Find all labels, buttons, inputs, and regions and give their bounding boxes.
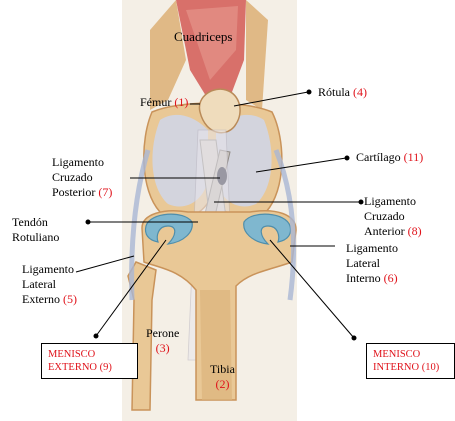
label-tibia: Tibia (2) xyxy=(210,362,235,392)
label-lcp-line1: Ligamento xyxy=(52,155,112,170)
label-lli-line2: Lateral xyxy=(346,256,398,271)
label-lcp-line2: Cruzado xyxy=(52,170,112,185)
label-lle-line2: Lateral xyxy=(22,277,77,292)
label-rotula-number: (4) xyxy=(353,85,367,99)
label-lcp-line3-wrap: Posterior (7) xyxy=(52,185,112,200)
label-tibia-name: Tibia xyxy=(210,362,235,377)
box-menisco-interno-line1: MENISCO xyxy=(373,348,448,361)
leader-cartilago-dot xyxy=(345,156,349,160)
leader-rotula-dot xyxy=(307,90,311,94)
leader-menisco-externo-dot xyxy=(94,334,98,338)
label-rotula-name: Rótula xyxy=(318,85,350,99)
label-cuadriceps: Cuadriceps xyxy=(174,29,232,44)
label-lca-line3-wrap: Anterior (8) xyxy=(364,224,422,239)
label-lli-line1: Ligamento xyxy=(346,241,398,256)
label-cartilago: Cartílago (11) xyxy=(356,150,423,165)
label-perone: Perone (3) xyxy=(146,326,179,356)
label-lle-line3-wrap: Externo (5) xyxy=(22,292,77,307)
label-lle-line1: Ligamento xyxy=(22,262,77,277)
label-lli-number: (6) xyxy=(384,271,398,285)
label-tendon-rotuliano: Tendón Rotuliano xyxy=(12,215,59,245)
label-cartilago-name: Cartílago xyxy=(356,150,401,164)
label-perone-name: Perone xyxy=(146,326,179,341)
label-ligamento-cruzado-anterior: Ligamento Cruzado Anterior (8) xyxy=(364,194,422,239)
box-menisco-interno-line2: INTERNO (10) xyxy=(373,361,448,374)
label-lle-number: (5) xyxy=(63,292,77,306)
box-menisco-externo-line2: EXTERNO (9) xyxy=(48,361,131,374)
label-lli-line3: Interno xyxy=(346,271,381,285)
leader-menisco-interno-dot xyxy=(352,336,356,340)
label-tibia-number: (2) xyxy=(210,377,235,392)
label-lle-line3: Externo xyxy=(22,292,60,306)
label-ligamento-cruzado-posterior: Ligamento Cruzado Posterior (7) xyxy=(52,155,112,200)
label-lca-line2: Cruzado xyxy=(364,209,422,224)
box-menisco-externo-line1: MENISCO xyxy=(48,348,131,361)
label-cartilago-number: (11) xyxy=(404,150,424,164)
label-ligamento-lateral-interno: Ligamento Lateral Interno (6) xyxy=(346,241,398,286)
label-ligamento-lateral-externo: Ligamento Lateral Externo (5) xyxy=(22,262,77,307)
label-perone-number: (3) xyxy=(146,341,179,356)
box-menisco-interno: MENISCO INTERNO (10) xyxy=(366,343,455,379)
label-lcp-number: (7) xyxy=(98,185,112,199)
label-lca-line1: Ligamento xyxy=(364,194,422,209)
label-lli-line3-wrap: Interno (6) xyxy=(346,271,398,286)
label-lca-number: (8) xyxy=(408,224,422,238)
label-femur-name: Fémur xyxy=(140,95,171,109)
label-tendon-line2: Rotuliano xyxy=(12,230,59,245)
leader-lca-dot xyxy=(359,200,363,204)
box-menisco-externo: MENISCO EXTERNO (9) xyxy=(41,343,138,379)
label-lca-line3: Anterior xyxy=(364,224,405,238)
label-femur-number: (1) xyxy=(174,95,188,109)
label-rotula: Rótula (4) xyxy=(318,85,367,100)
label-lcp-line3: Posterior xyxy=(52,185,95,199)
label-femur: Fémur (1) xyxy=(140,95,188,110)
label-tendon-line1: Tendón xyxy=(12,215,59,230)
leader-tendon-dot xyxy=(86,220,90,224)
